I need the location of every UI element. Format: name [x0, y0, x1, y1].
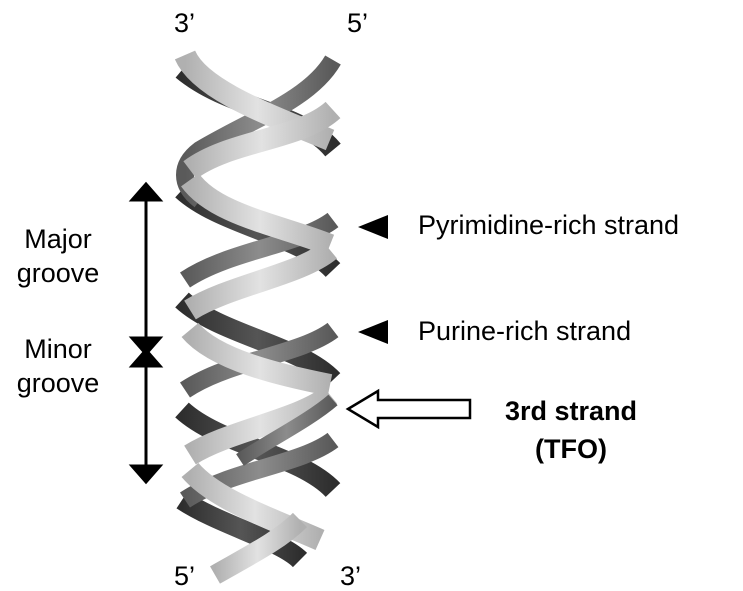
- pyrimidine-strand-label: Pyrimidine-rich strand: [418, 210, 680, 240]
- purine-strand-label: Purine-rich strand: [418, 316, 632, 346]
- third-strand-label-line2: (TFO): [535, 434, 607, 464]
- minor-groove-arrow-top: [128, 347, 164, 368]
- minor-groove-arrow-bottom: [128, 464, 164, 485]
- major-groove-arrow-top: [128, 181, 164, 202]
- major-groove-label-line1: Major: [24, 224, 92, 254]
- end-label-bottom-left: 5’: [174, 561, 196, 591]
- end-label-bottom-right: 3’: [340, 561, 362, 591]
- end-label-top-right: 5’: [347, 8, 369, 38]
- helix-tfo-strand: [236, 394, 338, 466]
- major-groove-label: Major groove: [2, 222, 114, 290]
- third-strand-label: 3rd strand (TFO): [488, 392, 654, 468]
- major-groove-arrow-bottom: [128, 336, 164, 357]
- purine-pointer-icon: [358, 320, 388, 344]
- groove-arrows: [128, 181, 164, 485]
- major-groove-label-line2: groove: [16, 258, 100, 288]
- helix-front-strand: [174, 49, 341, 584]
- minor-groove-label: Minor groove: [2, 332, 114, 400]
- end-label-top-left: 3’: [174, 8, 196, 38]
- minor-groove-label-line2: groove: [16, 368, 100, 398]
- third-strand-label-line1: 3rd strand: [504, 396, 638, 426]
- tfo-arrow-icon: [345, 388, 472, 430]
- pyrimidine-pointer-icon: [358, 215, 388, 239]
- minor-groove-label-line1: Minor: [24, 334, 92, 364]
